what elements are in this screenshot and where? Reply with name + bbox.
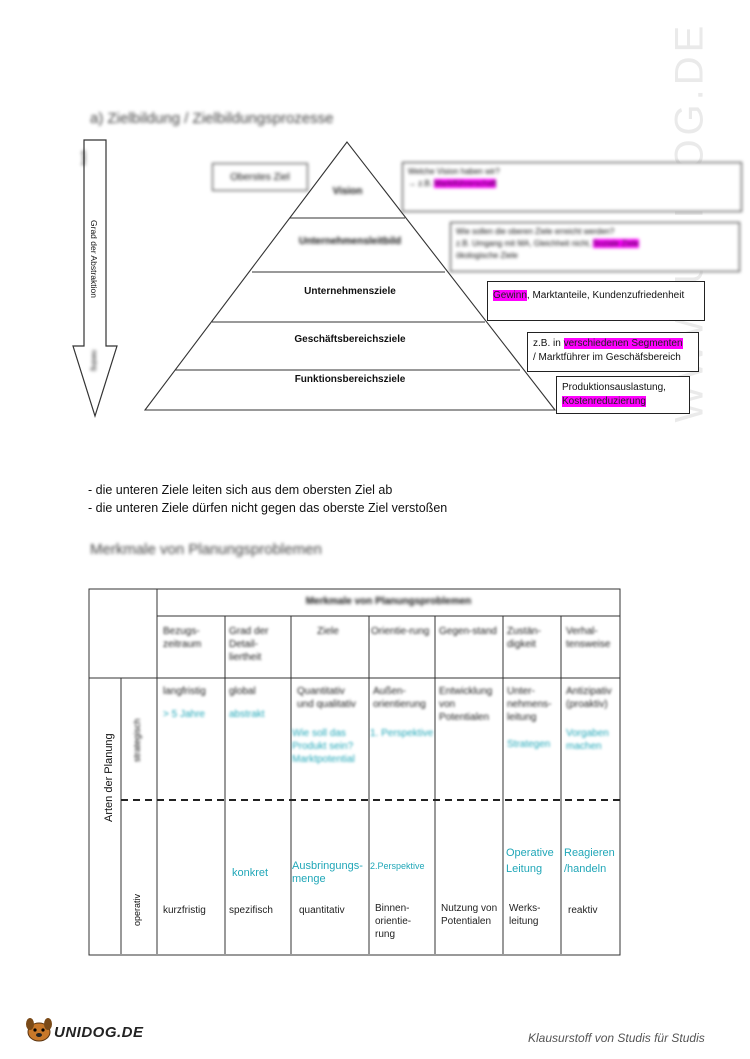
callout-leitbild: Wie sollen die oberen Ziele erreicht wer… — [450, 222, 740, 272]
operative-cell-4: Binnen-orientie-rung — [375, 903, 412, 940]
pyramid-level-funktionsbereichsziele: Funktionsbereichsziele — [294, 374, 406, 385]
arrow-bottom-label: niedrig — [90, 350, 97, 372]
pyramid-level-unternehmensziele: Unternehmensziele — [304, 286, 396, 297]
callout-funktionsbereich: Produktionsauslastung, Kostenreduzierung — [556, 376, 690, 414]
oberstes-ziel-box: Oberstes Ziel — [212, 163, 308, 191]
footer-tagline: Klausurstoff von Studis für Studis — [528, 1031, 705, 1045]
strategic-note-2: abstrakt — [229, 709, 265, 720]
callout-leitbild-highlight: Soziale Ziele — [592, 239, 639, 248]
operative-cell-5: Nutzung von Potentialen — [441, 903, 498, 927]
operative-cell-1: kurzfristig — [163, 905, 206, 916]
row-group-label: Arten der Planung — [103, 733, 115, 822]
strategic-note-6: Strategen — [507, 739, 551, 750]
callout-unternehmensziele-rest: , Marktanteile, Kundenzufriedenheit — [526, 290, 685, 301]
operative-cell-7: reaktiv — [568, 905, 598, 916]
strategic-cell-5: Entwicklung von Potentialen — [439, 686, 493, 723]
strategic-note-7: Vorgaben machen — [566, 728, 609, 752]
callout-vision-highlight: Marktführerschaft — [434, 179, 497, 188]
pyramid-level-vision: Vision — [332, 186, 363, 197]
table-heading: Merkmale von Planungsproblemen — [90, 541, 322, 558]
operative-note-6: Operative Leitung — [506, 847, 554, 875]
strategic-note-3: Wie soll das Produkt sein? Marktpotentia… — [292, 728, 355, 765]
callout-leitbild-line1: Wie sollen die oberen Ziele erreicht wer… — [456, 227, 615, 236]
callout-leitbild-line3: ökologische Ziele — [456, 251, 518, 260]
table-header: Merkmale von Planungsproblemen — [305, 596, 472, 607]
callout-funktion-line1: Produktionsauslastung, — [562, 382, 666, 393]
bullet-list: - die unteren Ziele leiten sich aus dem … — [88, 481, 447, 517]
callout-unternehmensziele-highlight: Gewinn — [493, 290, 527, 301]
footer-logo: UNIDOG.DE — [54, 1024, 144, 1041]
pyramid-level-leitbild: Unternehmensleitbild — [298, 236, 402, 247]
strategic-cell-2: global — [229, 686, 256, 697]
section-heading: a) Zielbildung / Zielbildungsprozesse — [90, 110, 334, 127]
strategic-cell-7: Antizipativ (proaktiv) — [566, 686, 612, 710]
bullet-item-1: - die unteren Ziele leiten sich aus dem … — [88, 483, 393, 497]
row-label-operativ: operativ — [132, 893, 142, 927]
column-header-orientierung: Orientie-rung — [371, 626, 430, 637]
abstraction-arrow — [72, 139, 118, 419]
operative-cell-6: Werks-leitung — [509, 903, 541, 927]
callout-leitbild-prefix: z.B. Umgang mit MA, Gleichheit nicht, — [456, 239, 593, 248]
callout-geschaeft-prefix: z.B. in — [533, 338, 564, 349]
pyramid-diagram — [143, 141, 557, 411]
operative-note-2: konkret — [232, 867, 269, 879]
strategic-note-1: > 5 Jahre — [163, 709, 205, 720]
column-header-verhaltensweise: Verhal-tensweise — [566, 626, 611, 650]
row-label-strategisch: strategisch — [132, 718, 142, 762]
operative-cell-2: spezifisch — [229, 905, 273, 916]
strategic-cell-4: Außen-orientierung — [373, 686, 426, 710]
arrow-top-label: hoch — [81, 150, 88, 166]
callout-geschaeft-highlight: verschiedenen Segmenten — [563, 338, 683, 349]
dog-mascot-icon — [22, 1014, 56, 1044]
column-header-bezugszeitraum: Bezugs-zeitraum — [163, 626, 202, 650]
pyramid-level-geschaeftsbereichsziele: Geschäftsbereichsziele — [294, 334, 406, 345]
strategic-cell-6: Unter-nehmens-leitung — [507, 686, 552, 723]
bullet-item-2: - die unteren Ziele dürfen nicht gegen d… — [88, 501, 448, 515]
callout-funktion-highlight: Kostenreduzierung — [562, 396, 646, 407]
column-header-zustaendigkeit: Zustän-digkeit — [507, 626, 541, 650]
column-header-detailliertheit: Grad der Detail-liertheit — [229, 626, 269, 663]
operative-cell-3: quantitativ — [299, 905, 345, 916]
strategic-cell-3: Quantitativ und qualitativ — [297, 686, 356, 710]
callout-vision-line1: Welche Vision haben wir? — [408, 167, 500, 176]
callout-geschaeft-line2: / Marktführer im Geschäfsbereich — [533, 352, 681, 363]
callout-vision-prefix: → z.B. — [408, 179, 435, 188]
column-header-gegenstand: Gegen-stand — [439, 626, 497, 637]
callout-unternehmensziele: Gewinn, Marktanteile, Kundenzufriedenhei… — [487, 281, 705, 321]
strategic-cell-1: langfristig — [163, 686, 206, 697]
operative-note-3: Ausbringungs-menge — [292, 860, 363, 885]
column-header-ziele: Ziele — [317, 626, 339, 637]
planning-table-grid — [88, 588, 621, 956]
operative-note-7: Reagieren /handeln — [564, 847, 615, 875]
operative-note-4: 2.Perspektive — [370, 861, 425, 871]
strategic-note-4: 1. Perspektive — [370, 728, 434, 739]
callout-geschaeftsbereich: z.B. in verschiedenen Segmenten / Marktf… — [527, 332, 699, 372]
callout-vision: Welche Vision haben wir? → z.B. Marktfüh… — [402, 162, 742, 212]
arrow-main-label: Grad der Abstraktion — [89, 220, 99, 298]
